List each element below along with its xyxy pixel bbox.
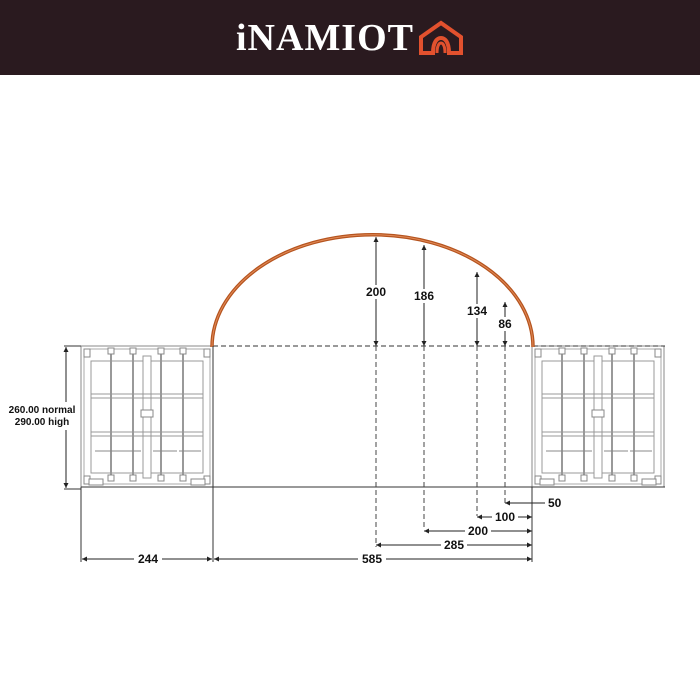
right-shipping-container: [531, 345, 665, 488]
height-label-center: 200: [366, 285, 386, 299]
brand-name: iNAMIOT: [236, 16, 414, 59]
house-logo-icon: [419, 20, 463, 55]
brand-header: iNAMIOT: [0, 0, 700, 75]
height-label-86: 86: [498, 317, 512, 331]
height-label-186: 186: [414, 289, 434, 303]
container-height-high: 290.00 high: [15, 417, 69, 428]
offset-label-285: 285: [444, 538, 464, 552]
left-shipping-container: [80, 345, 214, 488]
offset-label-50: 50: [548, 496, 562, 510]
container-height-normal: 260.00 normal: [9, 405, 76, 416]
span-width-label: 585: [362, 552, 382, 566]
offset-label-200: 200: [468, 524, 488, 538]
container-width-label: 244: [138, 552, 158, 566]
height-label-134: 134: [467, 304, 487, 318]
offset-label-100: 100: [495, 510, 515, 524]
